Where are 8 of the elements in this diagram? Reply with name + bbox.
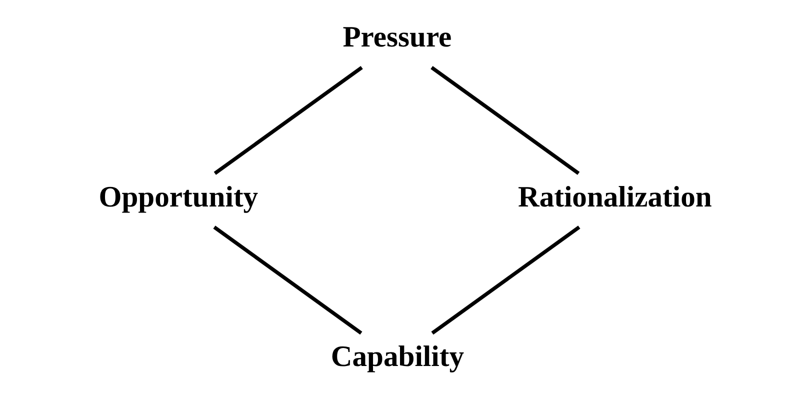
node-text: Capability — [330, 341, 464, 374]
connector — [430, 66, 580, 175]
node-text: Rationalization — [518, 181, 712, 214]
node-text: Opportunity — [98, 181, 258, 214]
connector — [431, 226, 580, 335]
connector — [214, 66, 363, 175]
node-text: Pressure — [342, 22, 452, 54]
connector — [213, 226, 362, 335]
